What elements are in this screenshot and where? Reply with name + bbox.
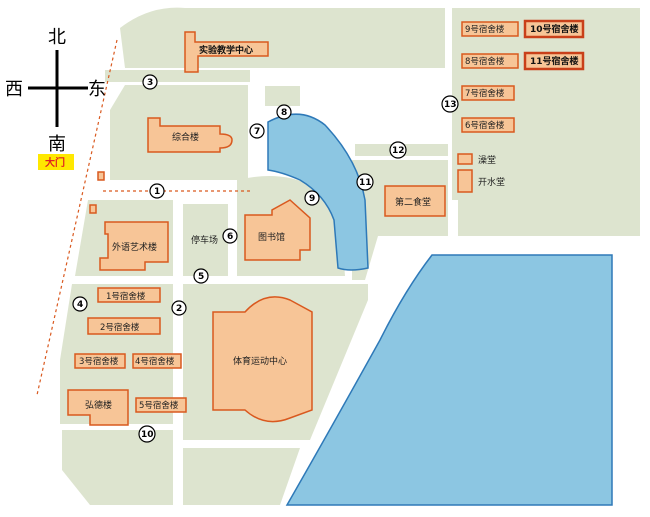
gate-label-bg xyxy=(38,154,74,170)
label-complex: 综合楼 xyxy=(172,131,199,143)
gate-post-top xyxy=(97,171,105,181)
gate-path xyxy=(36,39,118,396)
building-dorm2[interactable] xyxy=(87,317,161,335)
label-foreign-arts: 外语艺术楼 xyxy=(112,241,157,253)
building-dorm5[interactable] xyxy=(135,397,187,413)
svg-text:1: 1 xyxy=(154,187,160,197)
label-experiment-center: 实验教学中心 xyxy=(199,44,253,56)
building-dining2[interactable] xyxy=(384,185,446,217)
building-dorm9[interactable] xyxy=(461,21,519,37)
label-library: 图书馆 xyxy=(258,231,285,243)
label-dorm2: 2号宿舍楼 xyxy=(100,322,140,333)
svg-text:10: 10 xyxy=(141,430,154,440)
compass-north: 北 xyxy=(48,27,66,48)
marker-10[interactable]: 10 xyxy=(138,425,156,443)
label-dorm3: 3号宿舍楼 xyxy=(79,356,119,367)
svg-text:9: 9 xyxy=(309,194,315,204)
svg-text:12: 12 xyxy=(392,146,405,156)
marker-7[interactable]: 7 xyxy=(249,123,265,139)
svg-text:5: 5 xyxy=(198,272,204,282)
marker-5[interactable]: 5 xyxy=(193,268,209,284)
marker-11[interactable]: 11 xyxy=(356,173,374,191)
block-north-west-strip xyxy=(105,70,250,82)
svg-text:6: 6 xyxy=(227,232,233,242)
building-dorm11[interactable] xyxy=(523,51,585,71)
building-classroom[interactable] xyxy=(457,153,473,165)
building-library[interactable] xyxy=(244,199,311,261)
marker-6[interactable]: 6 xyxy=(222,228,238,244)
building-dorm6[interactable] xyxy=(461,117,515,133)
marker-9[interactable]: 9 xyxy=(304,190,320,206)
building-water-room[interactable] xyxy=(457,169,473,193)
lake-south xyxy=(285,254,613,506)
block-southwest xyxy=(62,430,173,505)
label-dorm5: 5号宿舍楼 xyxy=(139,400,179,411)
marker-2[interactable]: 2 xyxy=(171,300,187,316)
label-classroom: 澡堂 xyxy=(478,154,496,166)
block-north xyxy=(120,7,445,68)
gate-label[interactable]: 大门 xyxy=(45,156,65,169)
label-parking: 停车场 xyxy=(191,234,218,246)
label-hongde: 弘德楼 xyxy=(85,399,112,411)
compass-east: 东 xyxy=(88,79,106,100)
marker-4[interactable]: 4 xyxy=(72,296,88,312)
gate-post-bottom xyxy=(89,204,97,214)
label-dorm11: 11号宿舍楼 xyxy=(530,55,579,67)
building-foreign-arts[interactable] xyxy=(99,221,169,271)
block-parking xyxy=(183,204,228,276)
building-dorm7[interactable] xyxy=(461,85,515,101)
label-dorm4: 4号宿舍楼 xyxy=(135,356,175,367)
svg-text:11: 11 xyxy=(359,178,372,188)
svg-text:3: 3 xyxy=(147,78,153,88)
marker-8[interactable]: 8 xyxy=(276,104,292,120)
building-complex[interactable] xyxy=(147,117,233,153)
label-dorm9: 9号宿舍楼 xyxy=(465,24,505,35)
label-dining2: 第二食堂 xyxy=(395,196,431,208)
block-north-small xyxy=(265,86,300,106)
marker-13[interactable]: 13 xyxy=(441,95,459,113)
building-sports-center[interactable] xyxy=(212,296,313,423)
label-dorm10: 10号宿舍楼 xyxy=(530,23,579,35)
building-dorm4[interactable] xyxy=(132,353,182,369)
compass-west: 西 xyxy=(5,79,23,100)
label-dorm6: 6号宿舍楼 xyxy=(465,120,505,131)
svg-text:13: 13 xyxy=(444,100,457,110)
label-dorm7: 7号宿舍楼 xyxy=(465,88,505,99)
block-south xyxy=(183,448,300,505)
marker-1[interactable]: 1 xyxy=(149,183,165,199)
building-hongde[interactable] xyxy=(67,389,129,426)
label-dorm8: 8号宿舍楼 xyxy=(465,56,505,67)
marker-12[interactable]: 12 xyxy=(389,141,407,159)
svg-text:2: 2 xyxy=(176,304,182,314)
building-dorm3[interactable] xyxy=(74,353,126,369)
svg-text:4: 4 xyxy=(77,300,83,310)
building-dorm8[interactable] xyxy=(461,53,519,69)
building-experiment-center[interactable] xyxy=(184,31,269,73)
building-dorm10[interactable] xyxy=(523,19,585,39)
compass-south: 南 xyxy=(48,134,66,155)
svg-text:8: 8 xyxy=(281,108,287,118)
svg-text:7: 7 xyxy=(254,127,260,137)
label-dorm1: 1号宿舍楼 xyxy=(106,291,146,302)
lake-north xyxy=(267,113,369,271)
marker-3[interactable]: 3 xyxy=(142,74,158,90)
label-sports-center: 体育运动中心 xyxy=(233,355,287,367)
label-water-room: 开水堂 xyxy=(478,176,505,188)
building-dorm1[interactable] xyxy=(97,287,161,303)
